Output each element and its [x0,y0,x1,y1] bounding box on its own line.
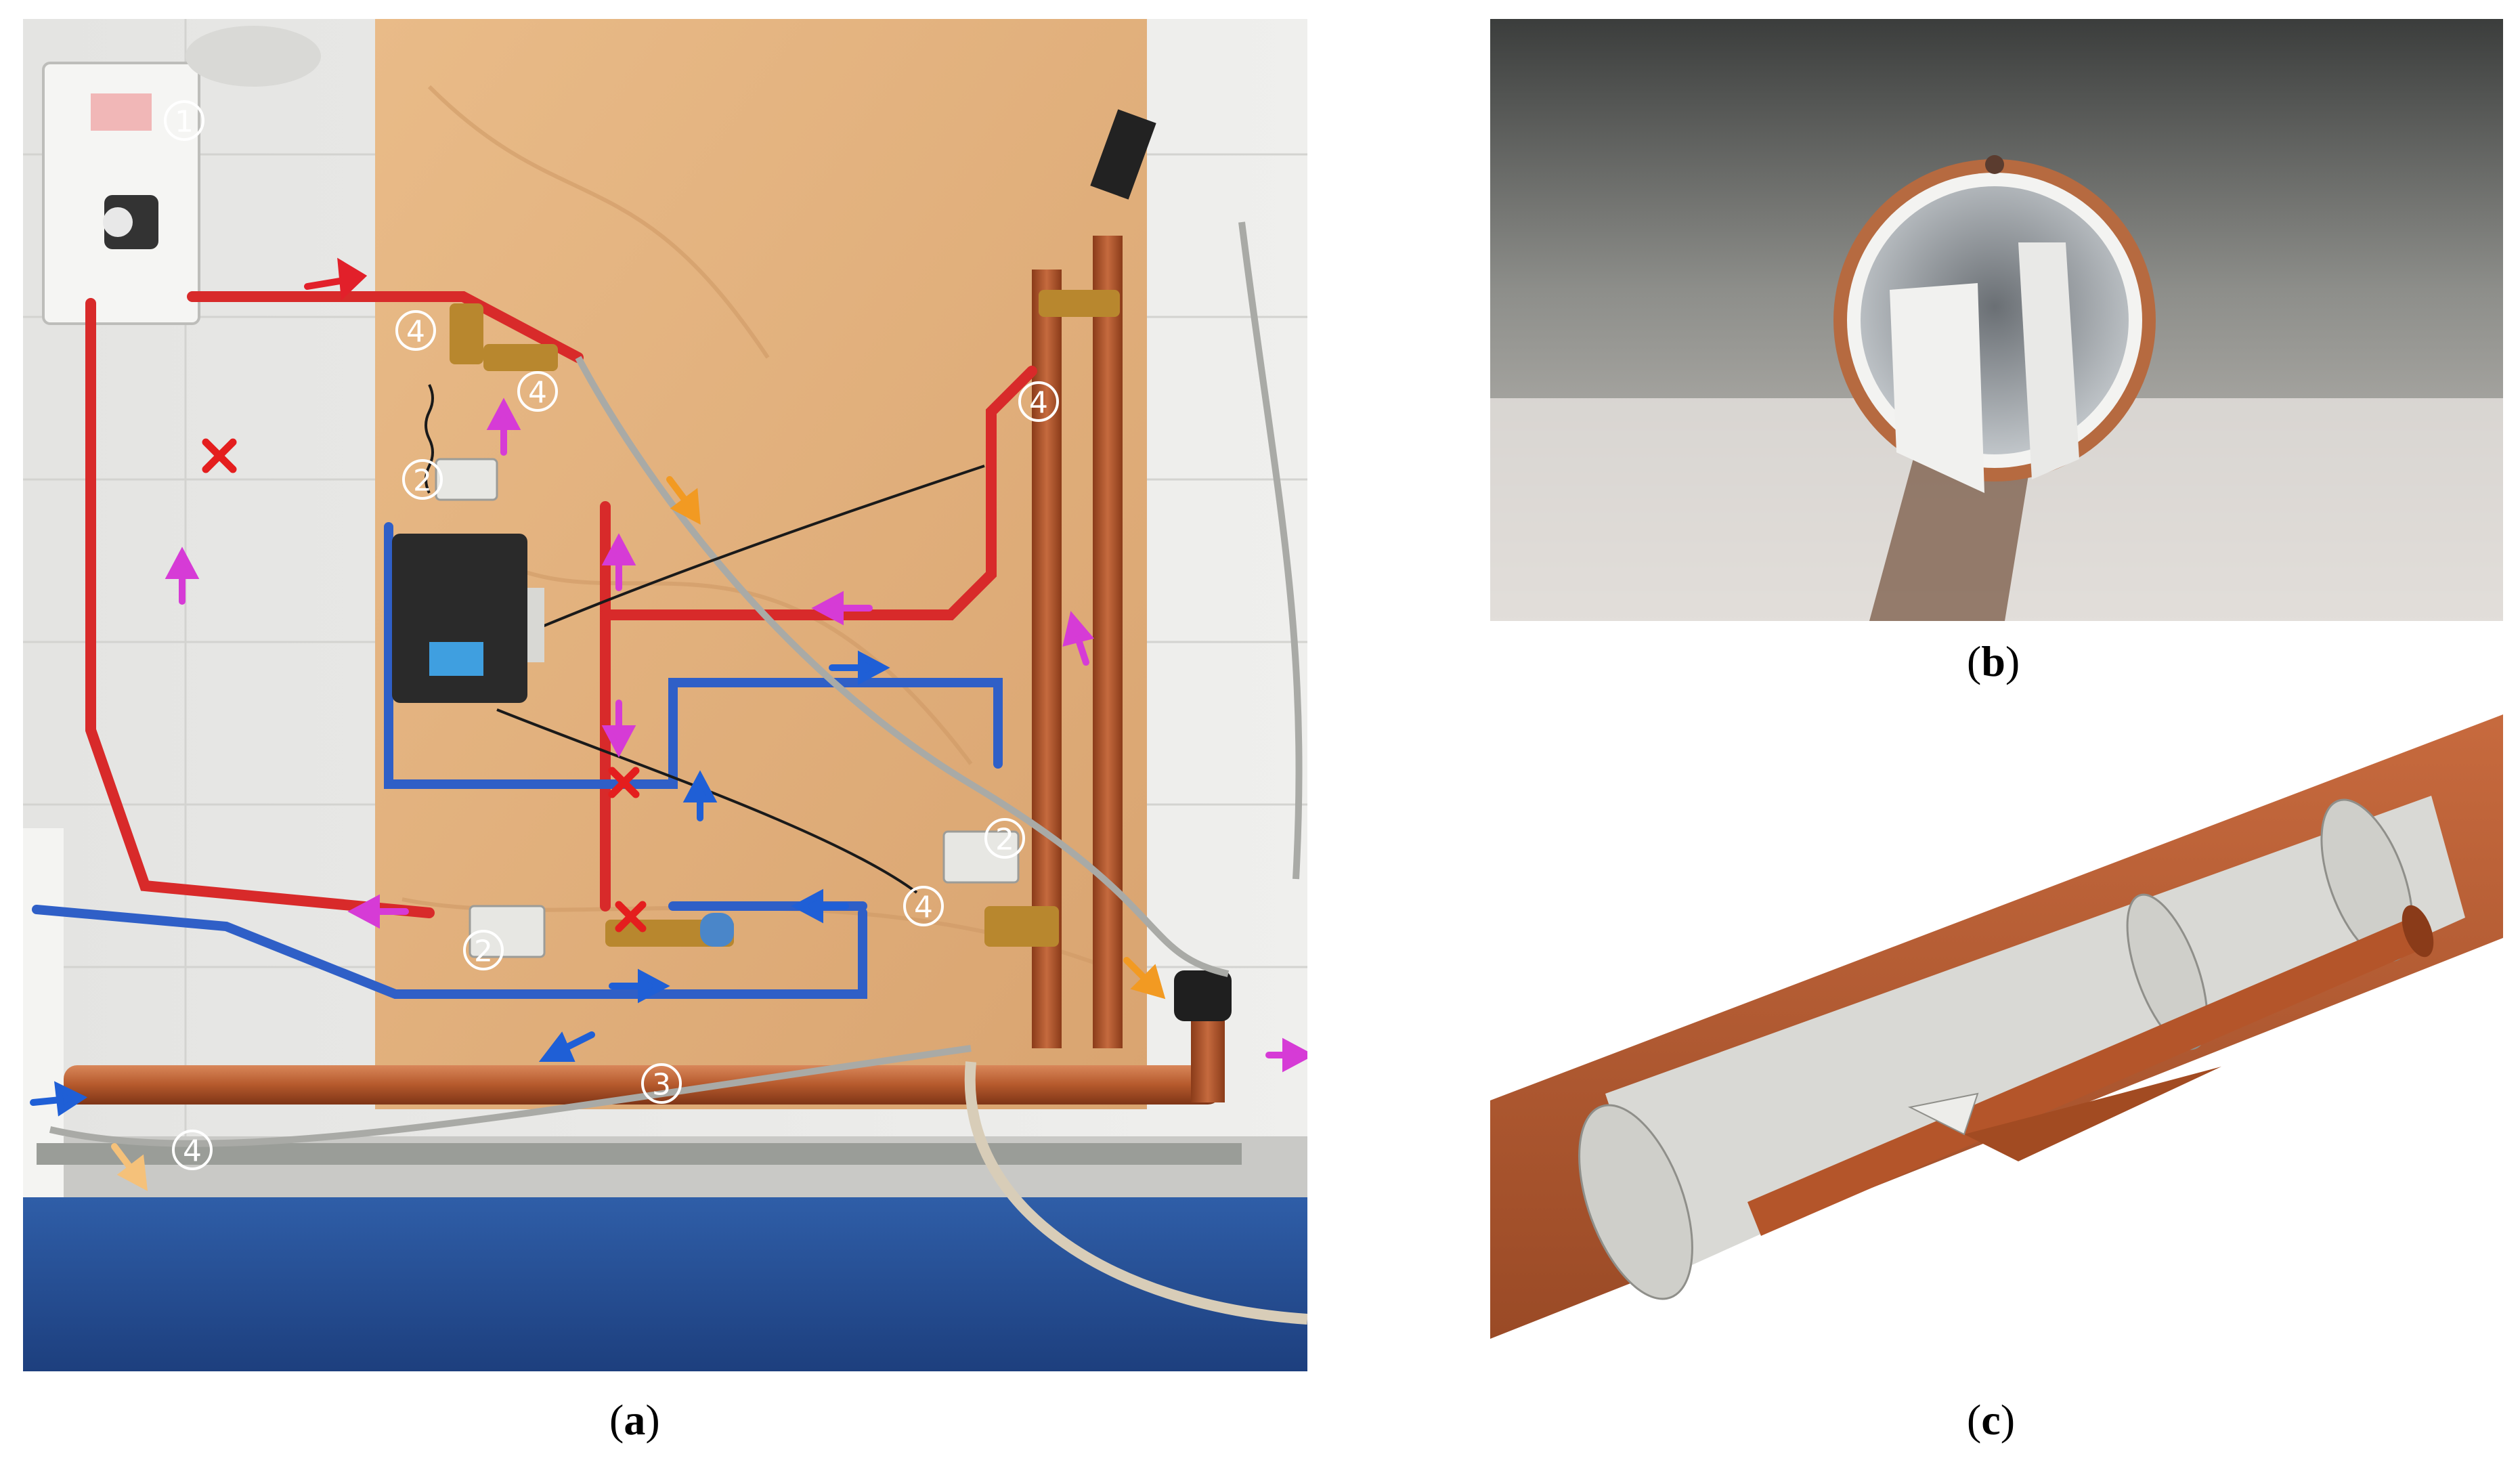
callout-2-meter-right: 2 [995,823,1014,857]
callout-4-b: 4 [528,376,547,410]
callout-2-meter-top: 2 [413,464,432,498]
flow-arrows [30,257,1307,1191]
callout-4-e: 4 [183,1134,202,1169]
callout-4-c: 4 [1029,386,1048,421]
caption-a: (a) [609,1396,660,1444]
black-valve-top [1090,109,1156,200]
cabinet-edge [23,828,64,1197]
insert-block-left [1890,283,1984,493]
caption-c: (c) [1967,1396,2016,1444]
inner-copper-tube [1747,918,2425,1236]
grey-drain-pipe [37,1143,1242,1165]
cutaway-interior [1605,796,2465,1277]
control-box [392,534,544,703]
signal-cables [425,384,985,894]
callout-4-d: 4 [914,891,933,925]
inner-tube-end [2402,905,2434,958]
blue-floor [23,1197,1307,1371]
water-heater [42,26,321,325]
far-end-opening [1985,155,2004,174]
inner-tube-slot [1964,1067,2221,1161]
closed-valve-markers [202,438,647,932]
photo-pipe-insert [1490,19,2503,621]
callouts [164,100,1059,1170]
callout-1-heater: 1 [175,105,194,140]
callout-4-a: 4 [406,315,425,349]
callout-2-meter-bottom: 2 [474,935,493,969]
caption-b: (b) [1967,637,2020,685]
copper-riser-right [1093,236,1123,1048]
heat-meters [435,458,1020,958]
wedge-insert [1907,1092,1979,1136]
black-fitting [1174,970,1232,1021]
insert-blade [2018,242,2079,479]
brass-fittings [450,290,1120,947]
photo-test-rig: 1 2 2 2 3 4 4 4 4 4 [23,19,1307,1371]
cad-pipe-cutaway [1490,714,2503,1339]
flex-hoses [49,221,1307,1325]
callout-3-pipe: 3 [652,1068,671,1102]
